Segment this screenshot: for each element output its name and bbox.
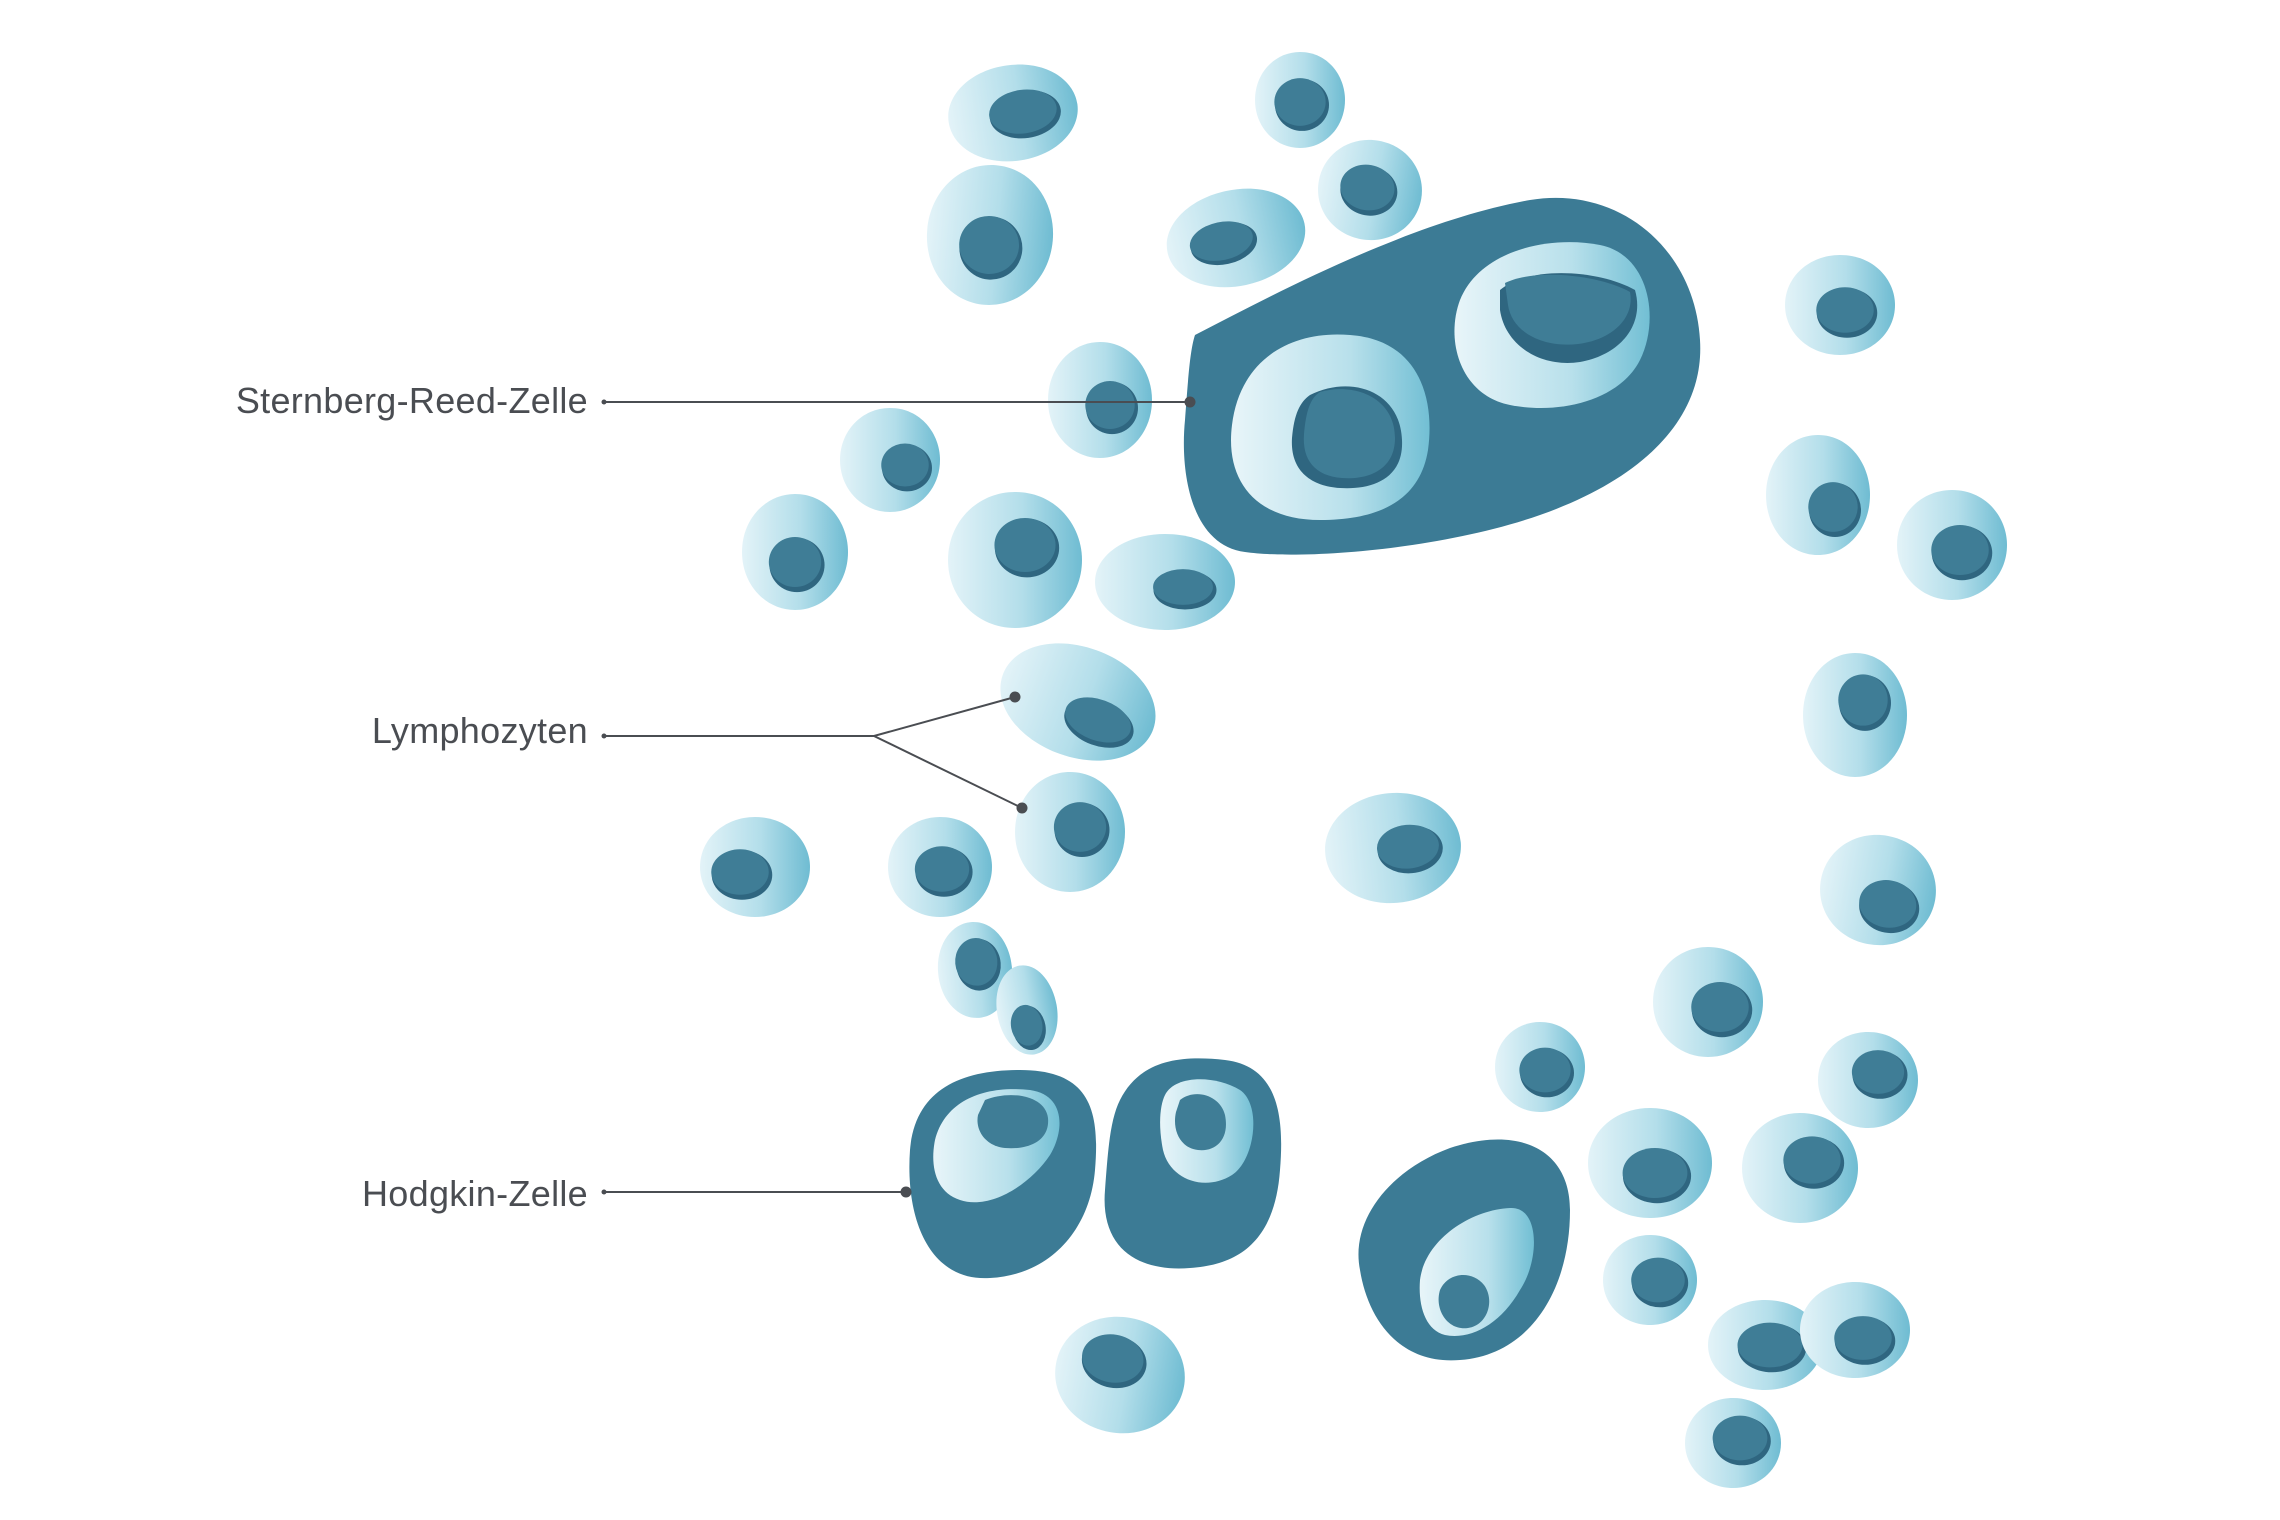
nucleus xyxy=(994,518,1055,572)
nucleus xyxy=(1085,381,1134,429)
lymphocyte xyxy=(1742,1113,1858,1223)
nucleus xyxy=(1054,802,1106,852)
lymphocyte xyxy=(1588,1108,1712,1218)
lymphocyte xyxy=(1603,1235,1697,1325)
lymphocyte xyxy=(942,56,1084,169)
nucleus xyxy=(1838,674,1887,725)
nucleus xyxy=(1631,1258,1685,1303)
lymphocyte xyxy=(840,408,940,512)
nucleus xyxy=(1834,1316,1891,1360)
hodgkin-cell-2 xyxy=(1105,1058,1282,1268)
hodgkin-cell-1 xyxy=(909,1070,1096,1278)
leader-start-dot xyxy=(602,400,607,405)
lymphocyte xyxy=(1818,1032,1918,1128)
lymphocyte xyxy=(1803,653,1907,777)
lymphocyte xyxy=(742,494,848,610)
nucleus xyxy=(1691,982,1748,1032)
lymphocyte xyxy=(1048,342,1152,458)
leader-end-dot xyxy=(1017,803,1028,814)
nucleus xyxy=(1808,482,1857,532)
nucleus xyxy=(769,537,821,587)
lymphocyte xyxy=(1015,772,1125,892)
lymphocyte xyxy=(1495,1022,1585,1112)
leader-start-dot xyxy=(602,734,607,739)
leader-end-dot xyxy=(1010,692,1021,703)
leader-line-lymphozyten-2 xyxy=(874,736,1022,808)
nucleus xyxy=(1931,525,1988,575)
lymphocyte xyxy=(1310,132,1430,249)
nucleus xyxy=(1274,78,1325,126)
lymphocyte xyxy=(1897,490,2007,600)
lymphocyte xyxy=(1320,787,1465,908)
nucleus xyxy=(1153,569,1213,605)
leader-start-dot xyxy=(602,1190,607,1195)
nucleus xyxy=(1519,1048,1570,1093)
label-lymphozyten-text: Lymphozyten xyxy=(372,710,588,751)
nucleus xyxy=(915,846,969,892)
lymphocyte xyxy=(1685,1398,1781,1488)
lymphocyte xyxy=(888,817,992,917)
nucleus xyxy=(1738,1323,1803,1368)
nucleus xyxy=(1852,1050,1904,1094)
lymphocyte xyxy=(984,623,1172,781)
nucleus xyxy=(1713,1416,1768,1461)
lymphocyte xyxy=(1785,255,1895,355)
label-lymphozyten: Lymphozyten xyxy=(372,692,1028,814)
hodgkin-cell-3 xyxy=(1358,1140,1570,1361)
nucleus xyxy=(881,443,929,486)
lymphocyte xyxy=(1766,435,1870,555)
lymphocyte xyxy=(1255,52,1345,148)
leader-line-lymphozyten-1 xyxy=(604,697,1015,736)
lymphocyte xyxy=(1158,176,1315,299)
lymphocyte xyxy=(921,160,1059,310)
lymphocyte xyxy=(1653,947,1763,1057)
lymphocyte xyxy=(1800,1282,1910,1378)
lymphocyte xyxy=(1095,534,1235,630)
nucleus xyxy=(1783,1136,1840,1183)
leader-end-dot xyxy=(901,1187,912,1198)
nucleus xyxy=(711,849,768,895)
nucleus xyxy=(1623,1148,1688,1198)
label-hodgkin-text: Hodgkin-Zelle xyxy=(362,1173,588,1214)
leader-end-dot xyxy=(1185,397,1196,408)
lymphocyte xyxy=(1811,826,1944,954)
label-hodgkin: Hodgkin-Zelle xyxy=(362,1173,912,1214)
lymphocyte xyxy=(700,817,810,917)
label-sternberg-reed-text: Sternberg-Reed-Zelle xyxy=(236,380,588,421)
lymphocyte xyxy=(1046,1307,1194,1444)
lymphocyte xyxy=(948,492,1082,628)
nucleus xyxy=(1816,287,1873,333)
